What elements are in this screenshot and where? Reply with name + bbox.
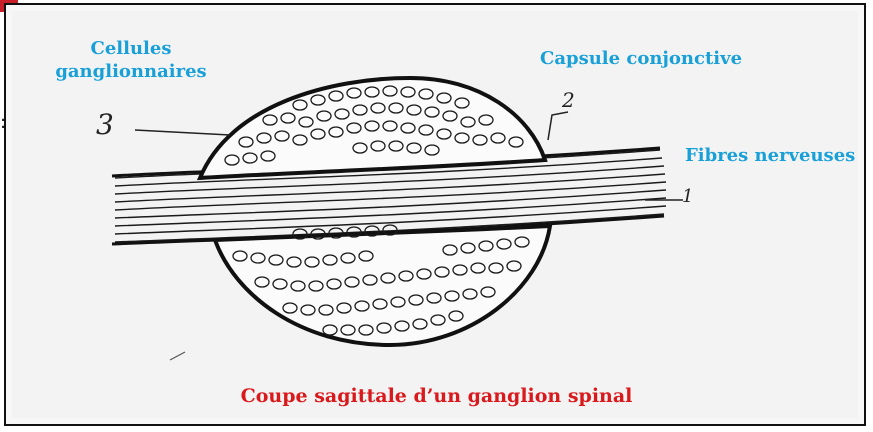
handwritten-number-1: 1 bbox=[682, 186, 693, 207]
label-fibres-nerveuses: Fibres nerveuses bbox=[685, 145, 855, 168]
label-cellules-ganglionnaires: Cellules ganglionnaires bbox=[46, 38, 216, 83]
figure-title: Coupe sagittale d’un ganglion spinal bbox=[0, 385, 873, 409]
label-capsule-conjonctive: Capsule conjonctive bbox=[540, 48, 742, 71]
handwritten-number-3: 3 bbox=[96, 108, 114, 141]
stray-mark bbox=[170, 352, 185, 360]
ganglion-lower-lobe bbox=[215, 226, 550, 345]
handwritten-number-2: 2 bbox=[562, 88, 575, 112]
